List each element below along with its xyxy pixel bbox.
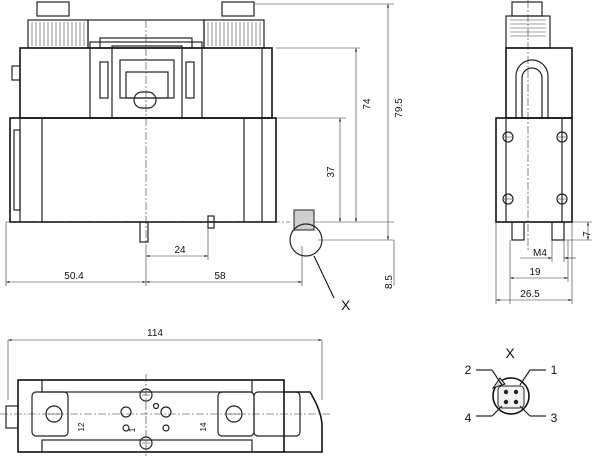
pin-label-2: 2 xyxy=(465,363,472,377)
top-view: 114 12 1 14 xyxy=(0,328,330,457)
dim-7: 7 xyxy=(582,231,593,237)
dim-79-5: 79.5 xyxy=(394,98,405,118)
port-label-1: 1 xyxy=(128,427,137,432)
left-connector-ribs xyxy=(27,19,89,49)
dim-19: 19 xyxy=(529,267,541,278)
pin-label-4: 4 xyxy=(465,411,472,425)
detail-marker-x: X xyxy=(341,297,351,313)
side-view xyxy=(495,0,573,250)
detail-x-view: X 1 2 3 4 xyxy=(465,345,558,425)
front-view-dimensions: 79.5 74 37 8.5 24 50.4 58 X xyxy=(5,3,405,313)
detail-title: X xyxy=(505,345,515,361)
dim-24: 24 xyxy=(174,245,186,256)
dim-37: 37 xyxy=(326,166,337,178)
dim-m4: M4 xyxy=(533,248,547,259)
dim-74: 74 xyxy=(362,98,373,110)
side-view-dimensions: 7 M4 19 26.5 xyxy=(495,221,593,304)
dim-58: 58 xyxy=(214,271,226,282)
pin-label-1: 1 xyxy=(551,363,558,377)
dim-8-5: 8.5 xyxy=(384,275,395,289)
port-label-12: 12 xyxy=(77,422,86,431)
front-view xyxy=(6,1,335,299)
right-connector-ribs xyxy=(203,19,265,49)
dim-50-4: 50.4 xyxy=(64,271,84,282)
dim-26-5: 26.5 xyxy=(520,289,540,300)
dim-114: 114 xyxy=(147,328,163,339)
pin-label-3: 3 xyxy=(551,411,558,425)
port-label-14: 14 xyxy=(199,422,208,431)
